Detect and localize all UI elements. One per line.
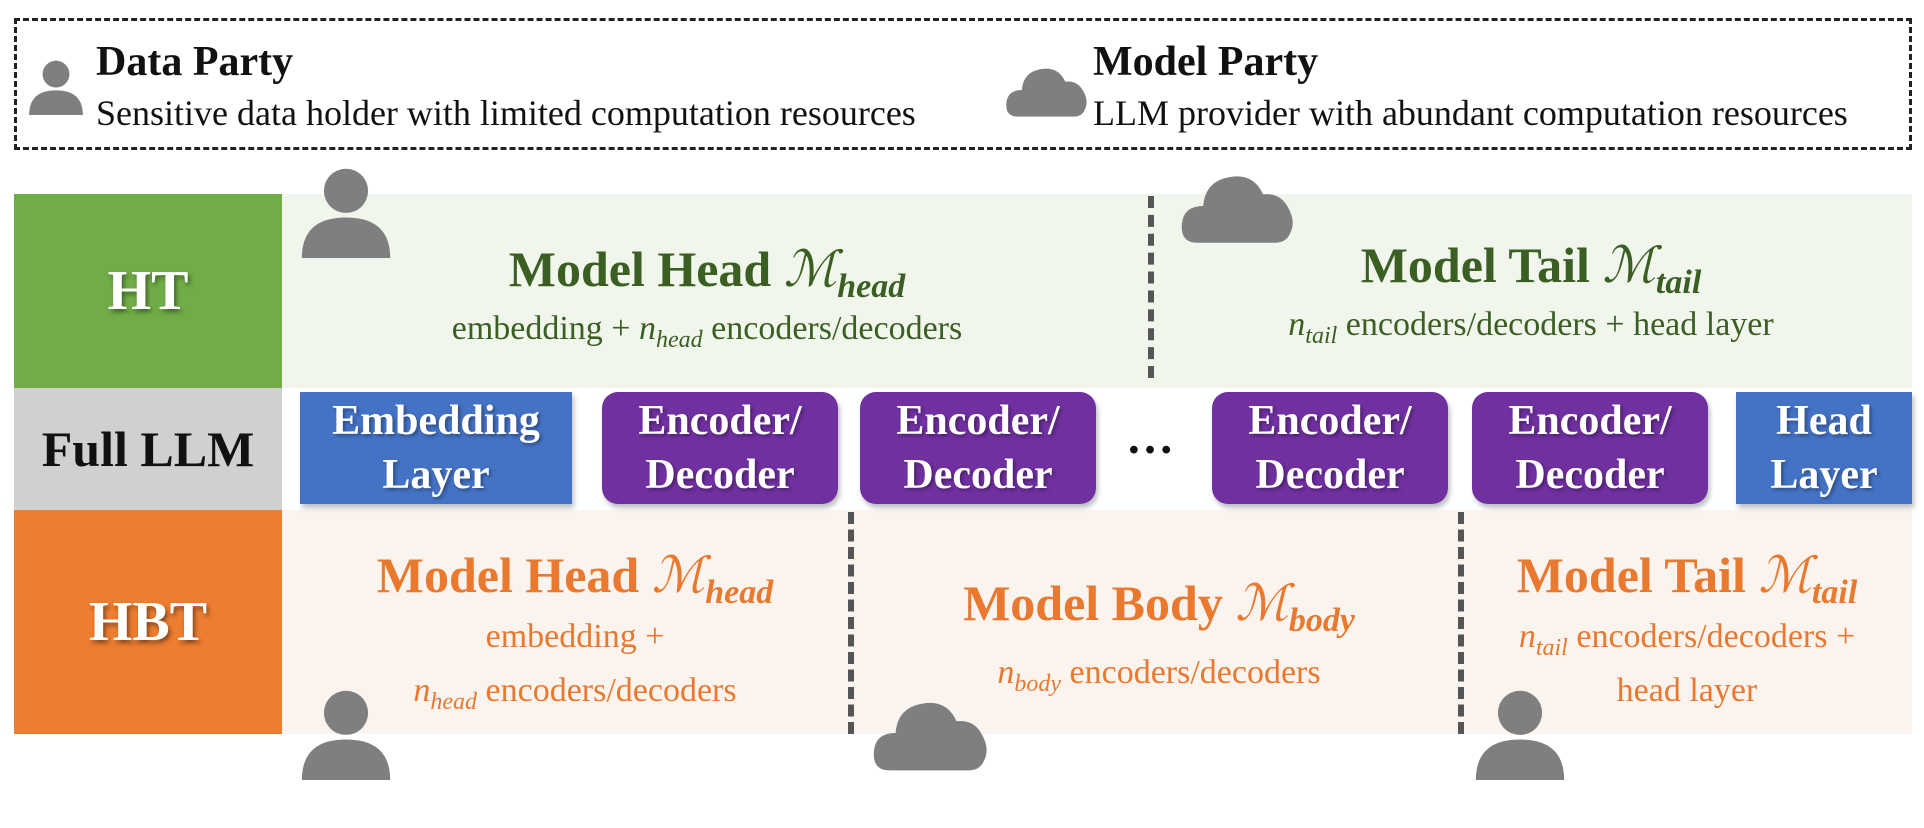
hbt-model-head-title: Model Head ℳhead: [376, 547, 774, 611]
hbt-panel: [282, 510, 1912, 734]
person-icon: [1474, 682, 1566, 786]
encoder-decoder-block: Encoder/Decoder: [1212, 392, 1448, 504]
hbt-model-head-desc-line1: embedding +: [485, 618, 665, 655]
model-party-desc: LLM provider with abundant computation r…: [1093, 93, 1848, 133]
hbt-model-tail-desc-line1: ntail encoders/decoders +: [1518, 618, 1856, 661]
ht-model-tail-title: Model Tail ℳtail: [1360, 237, 1702, 301]
hbt-divider-right: [1458, 512, 1464, 734]
hbt-model-body-desc: nbody encoders/decoders: [997, 654, 1321, 697]
person-icon: [300, 682, 392, 786]
model-party-title: Model Party: [1093, 39, 1319, 85]
cloud-icon: [1005, 60, 1089, 120]
cloud-icon: [872, 690, 990, 776]
hbt-divider-left: [848, 512, 854, 734]
hbt-model-tail-desc-line2: head layer: [1616, 672, 1758, 709]
hbt-model-tail-title: Model Tail ℳtail: [1516, 547, 1858, 611]
ht-divider: [1148, 196, 1154, 378]
person-icon: [300, 162, 392, 262]
ellipsis: …: [1126, 411, 1174, 464]
data-party-desc: Sensitive data holder with limited compu…: [96, 93, 916, 133]
cloud-icon: [1180, 164, 1296, 248]
encoder-decoder-block: Encoder/Decoder: [860, 392, 1096, 504]
ht-panel: [282, 194, 1912, 388]
ht-model-tail-desc: ntail encoders/decoders + head layer: [1288, 306, 1774, 349]
legend-box: [14, 18, 1912, 150]
full-llm-row-label: Full LLM: [14, 388, 282, 510]
ht-model-head-desc: embedding + nhead encoders/decoders: [451, 310, 963, 353]
person-icon: [28, 52, 84, 122]
hbt-model-body-title: Model Body ℳbody: [963, 575, 1355, 639]
ht-model-head-title: Model Head ℳhead: [508, 241, 906, 305]
encoder-decoder-block: Encoder/Decoder: [602, 392, 838, 504]
hbt-model-head-desc-line2: nhead encoders/decoders: [413, 672, 737, 715]
encoder-decoder-block: Encoder/Decoder: [1472, 392, 1708, 504]
hbt-row-label: HBT: [14, 510, 282, 734]
ht-row-label: HT: [14, 194, 282, 388]
data-party-title: Data Party: [96, 39, 294, 85]
